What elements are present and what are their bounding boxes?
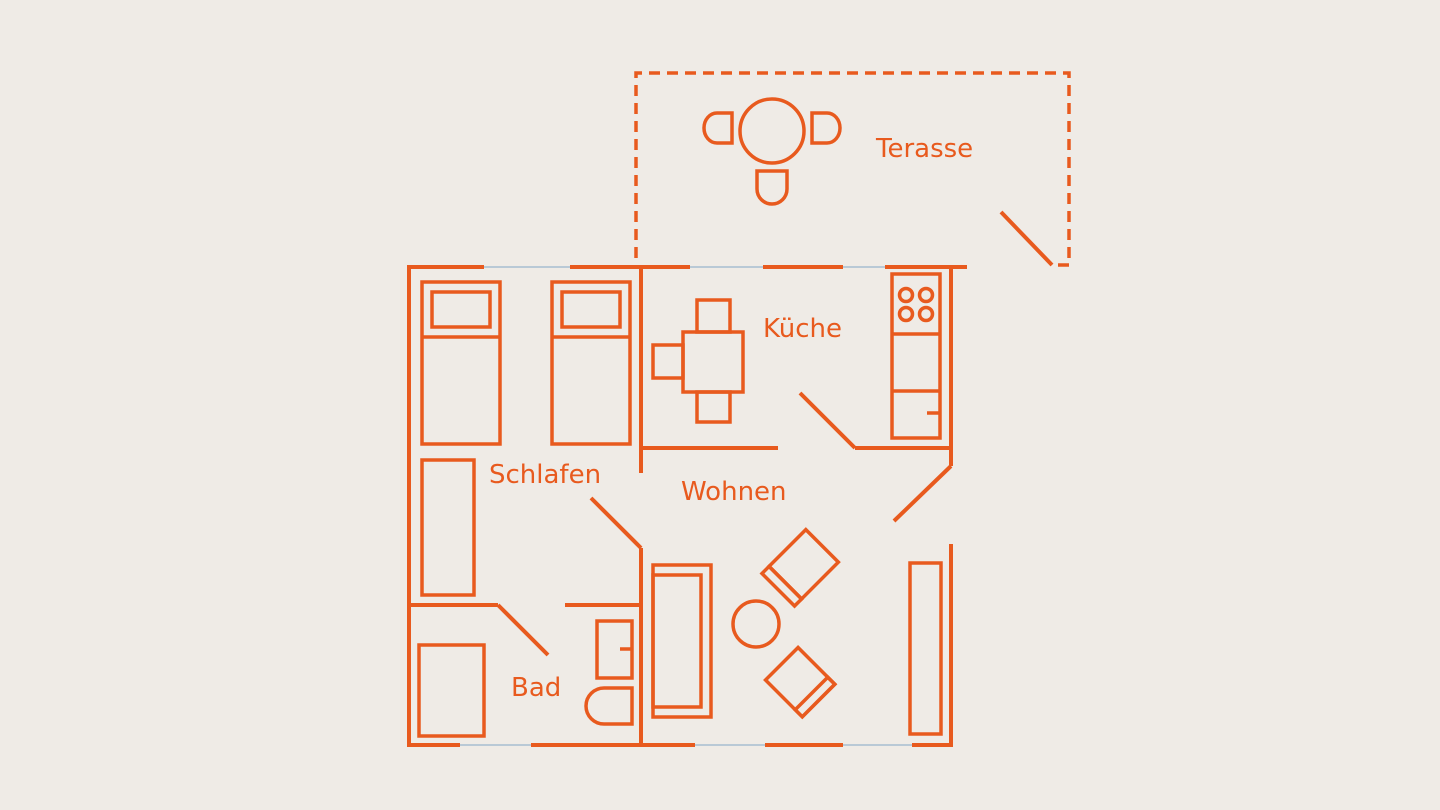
kitchen-counter <box>890 272 942 440</box>
living-furniture <box>651 527 943 736</box>
wardrobe <box>420 458 476 597</box>
armchair-top <box>759 527 841 609</box>
room-labels: Terasse Küche Schlafen Wohnen Bad <box>489 134 973 703</box>
entrance-door <box>892 464 953 523</box>
exterior-walls <box>407 265 967 747</box>
round-table <box>738 97 806 165</box>
terrace-door <box>999 210 1054 267</box>
bath-furniture <box>417 619 634 738</box>
terrace-outline <box>634 71 1071 267</box>
chair-bottom <box>695 390 732 424</box>
chair-left <box>702 111 734 145</box>
bed-right <box>550 280 632 446</box>
armchair-bottom <box>763 645 838 720</box>
label-terrace: Terasse <box>875 134 973 164</box>
kitchen-door <box>798 391 857 450</box>
dining-table <box>681 330 745 394</box>
label-bedroom: Schlafen <box>489 460 601 490</box>
interior-walls <box>409 267 951 747</box>
pillow-right <box>560 290 622 329</box>
chair-bottom <box>755 169 789 206</box>
chair-right <box>810 111 842 145</box>
bedroom-furniture <box>420 280 632 597</box>
label-kitchen: Küche <box>763 314 842 344</box>
label-living: Wohnen <box>681 477 787 507</box>
sideboard <box>908 561 943 736</box>
pillow-left <box>430 290 492 329</box>
terrace-furniture <box>702 97 842 206</box>
bathtub <box>417 643 486 738</box>
bath-door <box>496 603 550 657</box>
toilet <box>584 686 634 726</box>
doors <box>496 210 1054 657</box>
stove-burner-1 <box>897 286 915 304</box>
bed-left <box>420 280 502 446</box>
chair-side <box>651 343 685 380</box>
label-bath: Bad <box>511 673 561 703</box>
bedroom-door <box>589 496 643 550</box>
chair-top <box>695 298 732 334</box>
stove-burner-4 <box>917 305 935 323</box>
stove-burner-2 <box>917 286 935 304</box>
kitchen-furniture <box>651 272 942 440</box>
stove-burner-3 <box>897 305 915 323</box>
coffee-table <box>731 599 781 649</box>
